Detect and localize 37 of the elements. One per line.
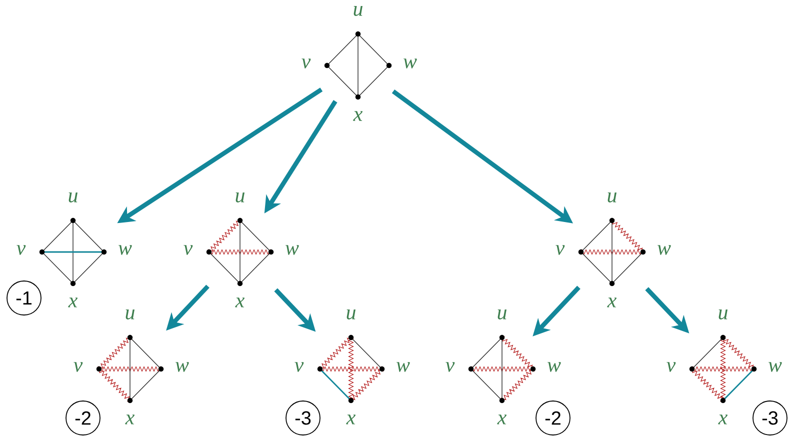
vertex-label: w	[548, 362, 561, 372]
vertex-label: u	[346, 310, 356, 320]
vertex-label: w	[404, 58, 417, 68]
vertex-label: v	[74, 362, 83, 372]
vertex-label: v	[16, 245, 26, 255]
vertex-label: x	[346, 414, 356, 424]
vertex-label: u	[718, 310, 728, 320]
vertex-label: w	[658, 245, 671, 255]
vertex-label: x	[235, 298, 245, 308]
vertex-label: x	[607, 298, 617, 308]
vertex-label: x	[68, 298, 78, 308]
vertex-label: x	[353, 111, 363, 121]
vertex-label: v	[294, 362, 304, 372]
score-badge: -1	[6, 280, 42, 316]
vertex-label: v	[556, 245, 565, 255]
vertex-label: u	[608, 192, 616, 202]
vertex-label: x	[718, 414, 728, 424]
vertex-label: w	[176, 362, 189, 372]
score-badge: -2	[66, 400, 100, 436]
vertex-label: v	[666, 362, 676, 372]
vertex-label: u	[236, 192, 244, 202]
vertex-label: u	[498, 310, 506, 320]
vertex-label: u	[354, 6, 362, 16]
vertex-label: v	[446, 362, 455, 372]
vertex-label: v	[302, 58, 311, 68]
vertex-label: w	[768, 362, 782, 372]
vertex-label: u	[126, 310, 134, 320]
vertex-label: w	[286, 245, 299, 255]
score-badge: -3	[286, 400, 320, 436]
vertex-label: u	[68, 192, 78, 202]
vertex-label: x	[497, 414, 507, 424]
vertex-label: w	[118, 245, 132, 255]
score-badge: -3	[752, 400, 788, 436]
vertex-label: x	[125, 414, 135, 424]
vertex-label: v	[184, 245, 193, 255]
vertex-label: w	[396, 362, 410, 372]
score-badge: -2	[536, 400, 570, 436]
